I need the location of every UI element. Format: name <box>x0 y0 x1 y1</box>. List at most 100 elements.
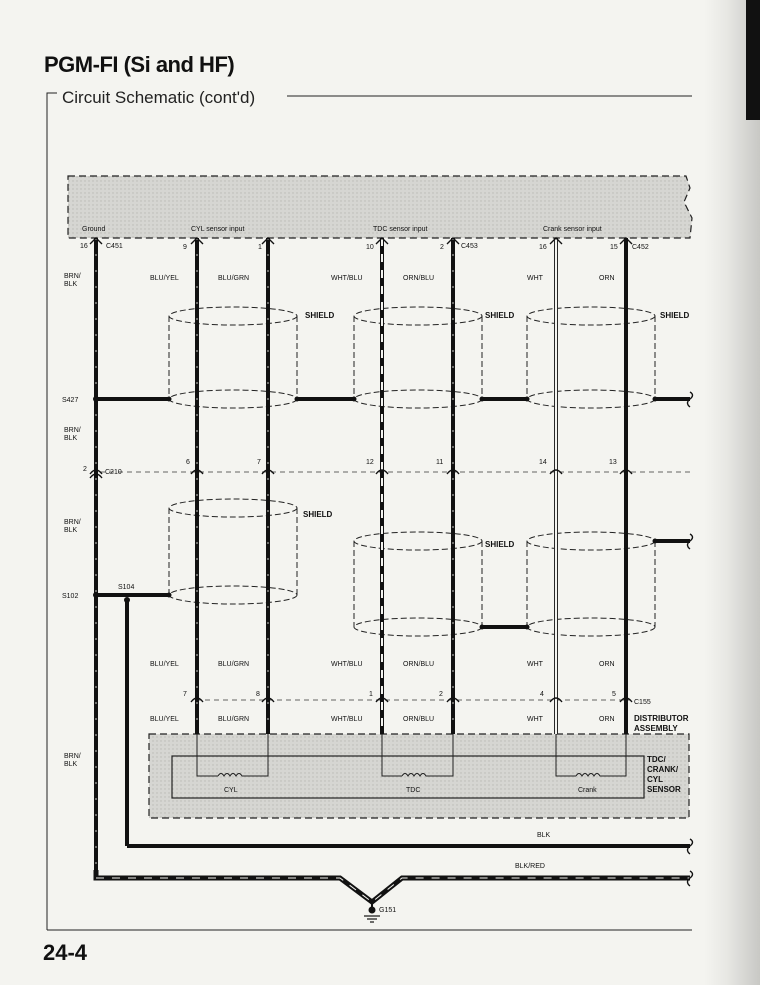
distributor-label-2: ASSEMBLY <box>634 724 678 733</box>
sensor-label-2: CRANK/ <box>647 765 679 774</box>
ecu-block: Ground CYL sensor input TDC sensor input… <box>67 175 693 239</box>
wire-labels: BRN/ BLK BRN/ BLK BRN/ BLK BRN/ BLK BLU/… <box>64 273 615 870</box>
shield-label-1: SHIELD <box>305 311 335 320</box>
pin-16: 16 <box>80 243 88 250</box>
splice-s427 <box>93 396 99 402</box>
shield-drain-wires <box>96 397 690 629</box>
label-blu-grn-1: BLU/GRN <box>218 275 249 282</box>
bot-pin-7: 7 <box>183 691 187 698</box>
label-blu-yel-3: BLU/YEL <box>150 716 179 723</box>
label-wht-blu-2: WHT/BLU <box>331 661 363 668</box>
coil-crank-label: Crank <box>578 787 597 794</box>
pin-9: 9 <box>183 244 187 251</box>
brn-blk-2b: BLK <box>64 435 78 442</box>
shield-label-3: SHIELD <box>660 311 690 320</box>
pin-15: 15 <box>610 244 618 251</box>
label-wht-3: WHT <box>527 716 544 723</box>
shield-cyl-upper <box>168 306 298 409</box>
ground-symbol: G151 <box>364 902 396 923</box>
label-wht-2: WHT <box>527 661 544 668</box>
bot-pin-2: 2 <box>439 691 443 698</box>
bot-pin-8: 8 <box>256 691 260 698</box>
label-blu-yel-2: BLU/YEL <box>150 661 179 668</box>
ecu-ground-label: Ground <box>82 226 105 233</box>
pin-numbers: 16 9 1 10 2 16 15 2 6 7 12 11 14 13 7 8 … <box>80 243 618 698</box>
label-blk: BLK <box>537 832 551 839</box>
label-wht-blu-1: WHT/BLU <box>331 275 363 282</box>
bot-pin-5: 5 <box>612 691 616 698</box>
mid-pin-13: 13 <box>609 459 617 466</box>
pin-16b: 16 <box>539 244 547 251</box>
mid-pin-7: 7 <box>257 459 261 466</box>
splice-s102-label: S102 <box>62 593 78 600</box>
brn-blk-3b: BLK <box>64 527 78 534</box>
label-blu-yel-1: BLU/YEL <box>150 275 179 282</box>
drain-dots <box>166 396 658 630</box>
distributor-label-1: DISTRIBUTOR <box>634 714 689 723</box>
label-blk-red: BLK/RED <box>515 863 545 870</box>
mid-pin-11: 11 <box>436 459 443 466</box>
coil-tdc-label: TDC <box>406 787 420 794</box>
shield-tdc-lower <box>353 531 483 637</box>
wire-ends <box>686 391 694 887</box>
section-title: Circuit Schematic (cont'd) <box>62 88 256 107</box>
label-orn-blu-3: ORN/BLU <box>403 716 434 723</box>
page-title: PGM-FI (Si and HF) <box>44 52 235 77</box>
shields <box>168 306 656 637</box>
sensor-label-3: CYL <box>647 775 663 784</box>
connector-c453: C453 <box>461 243 478 250</box>
label-orn-1: ORN <box>599 275 615 282</box>
label-orn-blu-2: ORN/BLU <box>403 661 434 668</box>
page-edge-dark <box>746 0 760 120</box>
sensor-label-4: SENSOR <box>647 785 681 794</box>
label-wht-1: WHT <box>527 275 544 282</box>
mid-pin-2: 2 <box>83 466 87 473</box>
brn-blk-2a: BRN/ <box>64 427 81 434</box>
mid-pin-12: 12 <box>366 459 374 466</box>
shield-label-5: SHIELD <box>485 540 515 549</box>
coil-cyl-label: CYL <box>224 787 238 794</box>
brn-blk-4a: BRN/ <box>64 753 81 760</box>
shield-cyl-lower <box>168 498 298 605</box>
ecu-cyl-label: CYL sensor input <box>191 226 244 233</box>
mid-pin-6: 6 <box>186 459 190 466</box>
page-edge-shadow <box>704 0 760 985</box>
splice-s427-label: S427 <box>62 397 78 404</box>
shield-label-4: SHIELD <box>303 510 333 519</box>
label-blu-grn-2: BLU/GRN <box>218 661 249 668</box>
section-bracket <box>46 92 692 931</box>
connector-c452: C452 <box>632 244 649 251</box>
splice-s104 <box>124 597 130 603</box>
sensor-label-1: TDC/ <box>647 755 666 764</box>
connector-c210: C210 <box>105 469 122 476</box>
ecu-tdc-label: TDC sensor input <box>373 226 428 233</box>
splice-s102 <box>93 592 99 598</box>
bot-pin-4: 4 <box>540 691 544 698</box>
mid-pin-14: 14 <box>539 459 547 466</box>
pin-2: 2 <box>440 244 444 251</box>
pin-1: 1 <box>258 244 262 251</box>
ground-label: G151 <box>379 907 396 914</box>
brn-blk-4b: BLK <box>64 761 78 768</box>
label-orn-2: ORN <box>599 661 615 668</box>
splice-dots <box>93 396 130 603</box>
bot-pin-1: 1 <box>369 691 373 698</box>
pin-10: 10 <box>366 244 374 251</box>
connector-c155: C155 <box>634 699 651 706</box>
ecu-crank-label: Crank sensor input <box>543 226 602 233</box>
shield-labels: SHIELD SHIELD SHIELD SHIELD SHIELD <box>303 311 690 549</box>
connector-labels: C451 C453 C452 C210 C155 S427 S102 S104 <box>62 243 651 706</box>
distributor-assembly: CYL TDC Crank DISTRIBUTOR ASSEMBLY TDC/ … <box>148 714 690 819</box>
splice-s104-label: S104 <box>118 584 134 591</box>
label-blu-grn-3: BLU/GRN <box>218 716 249 723</box>
shield-crank-lower <box>526 531 656 637</box>
shield-crank-upper <box>526 306 656 409</box>
label-orn-blu-1: ORN/BLU <box>403 275 434 282</box>
brn-blk-1a: BRN/ <box>64 273 81 280</box>
wire-blk-red <box>93 870 690 906</box>
connector-c451: C451 <box>106 243 123 250</box>
connector-marks <box>89 237 633 703</box>
shield-label-2: SHIELD <box>485 311 515 320</box>
label-orn-3: ORN <box>599 716 615 723</box>
